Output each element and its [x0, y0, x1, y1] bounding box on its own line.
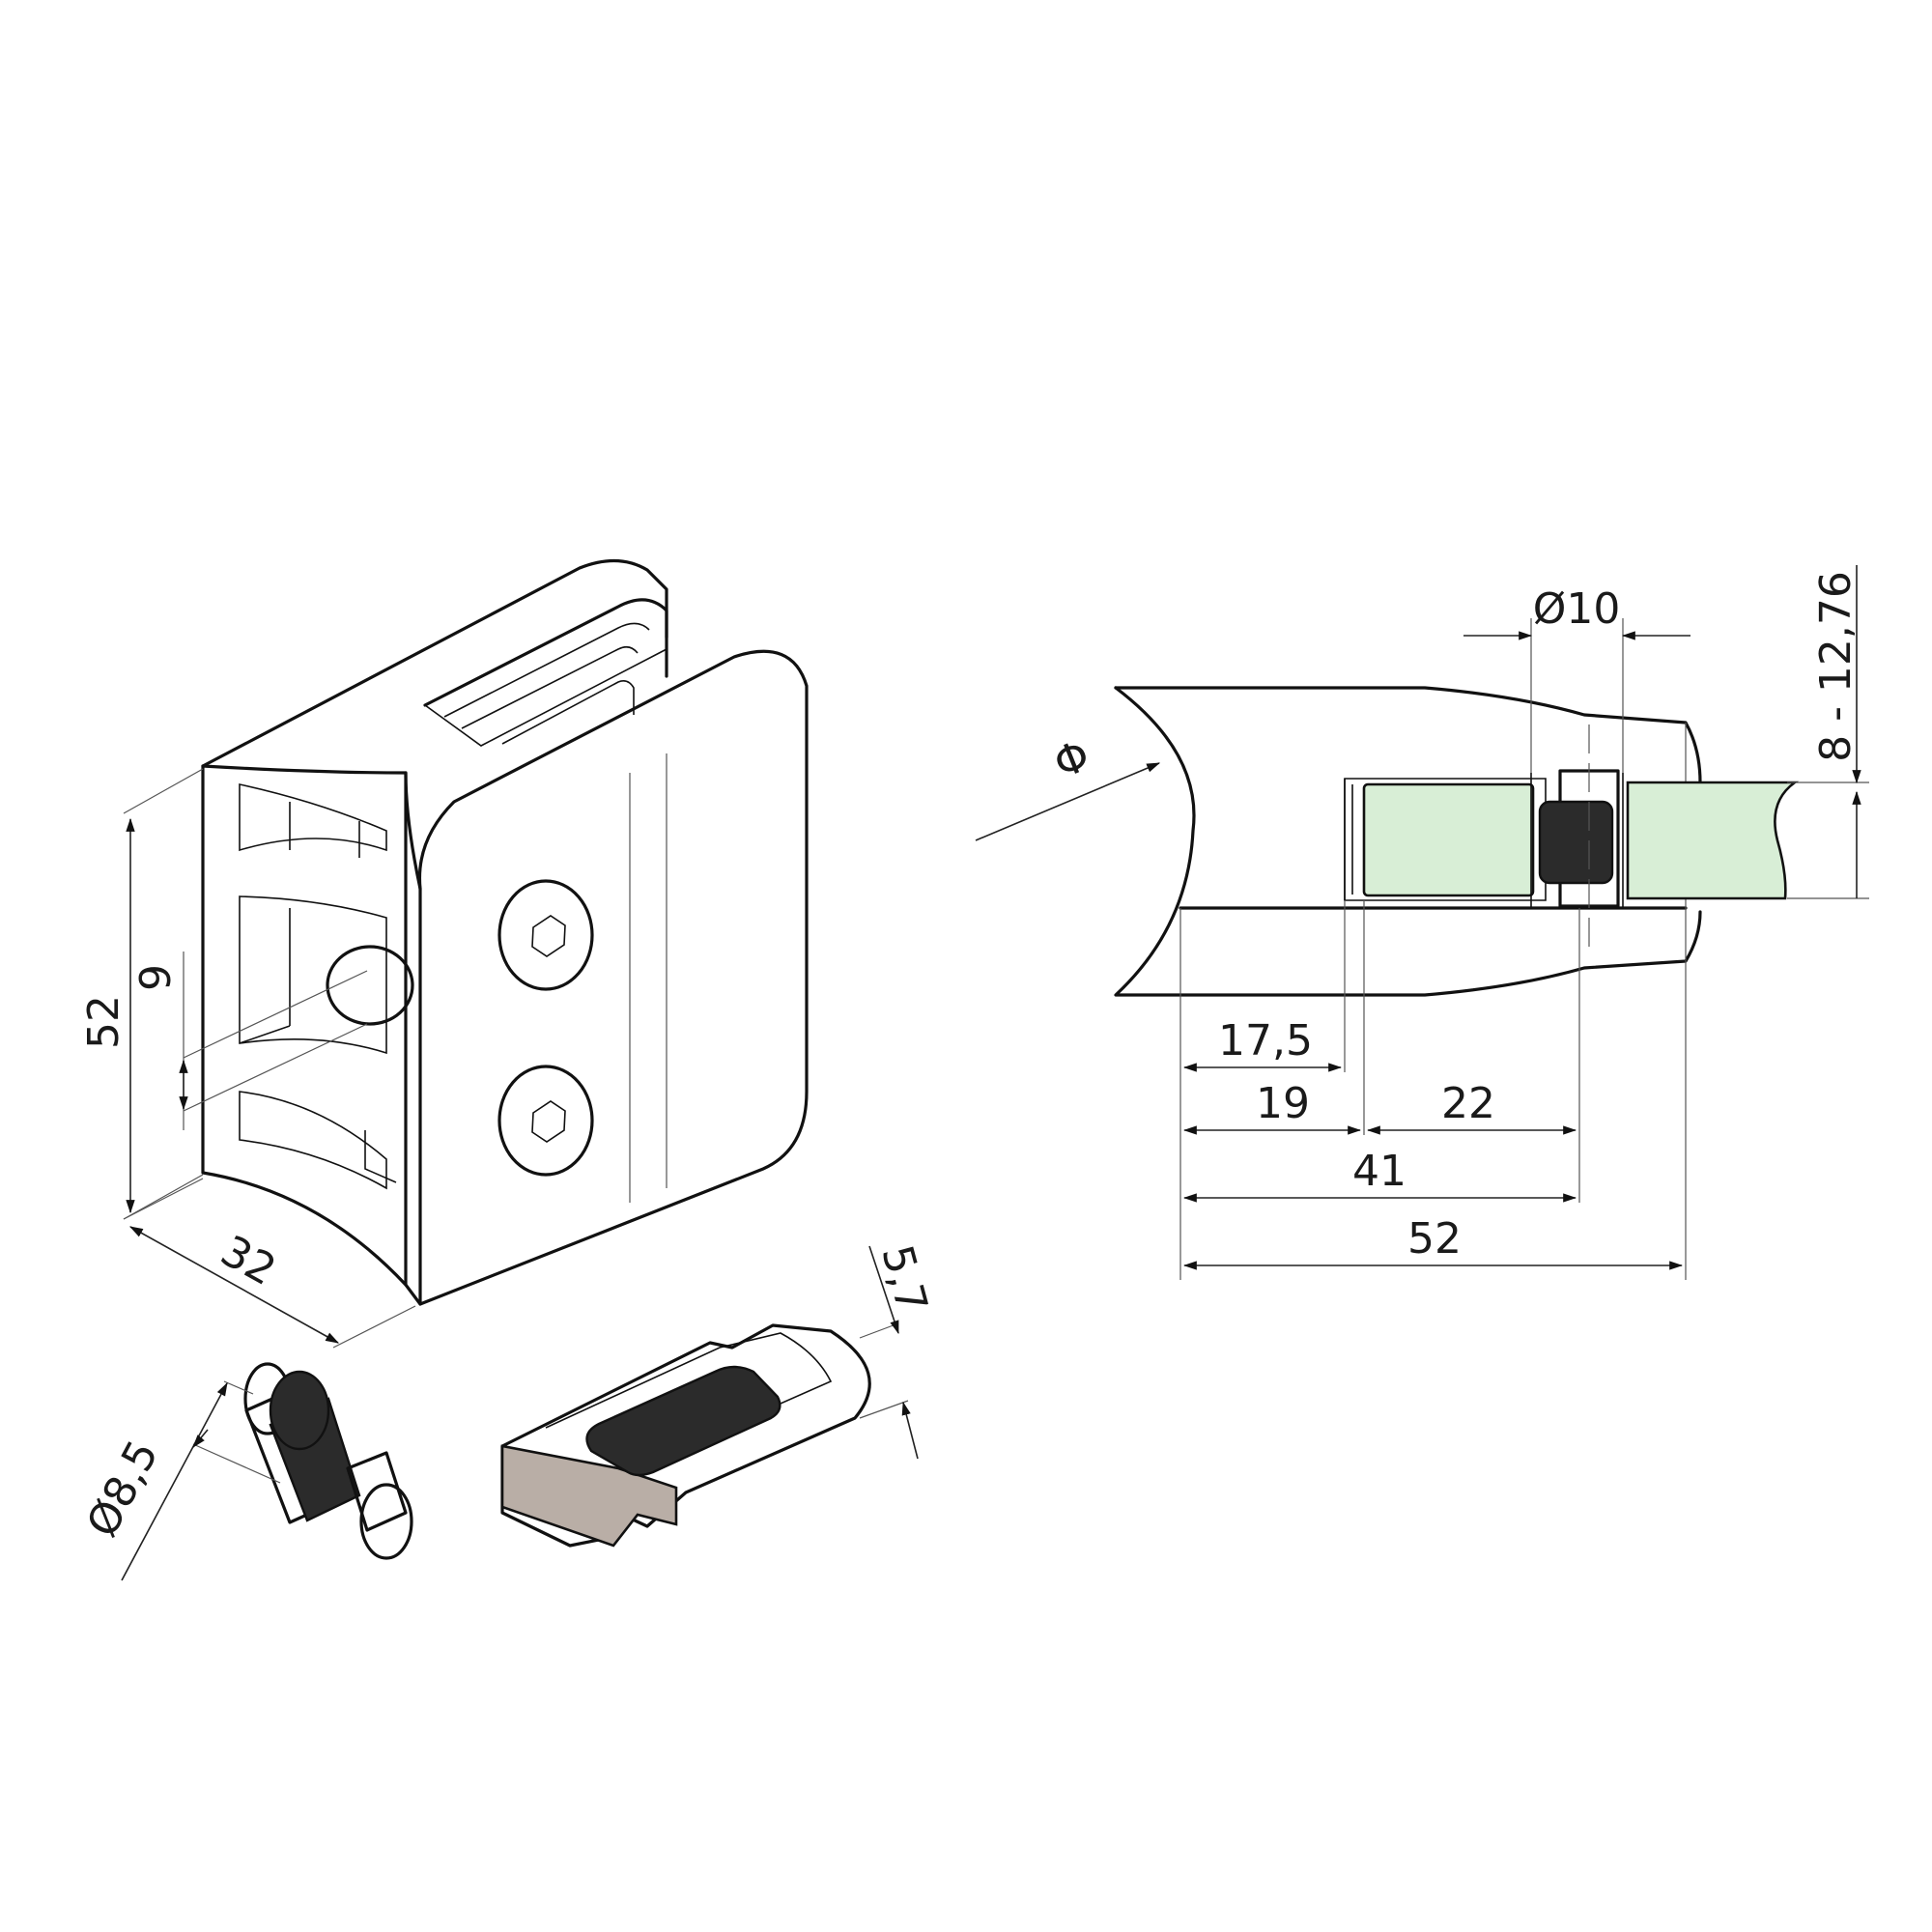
- dim-tube-diameter-label: Φ: [1047, 730, 1096, 788]
- hex-socket-screw-icon: [497, 1065, 594, 1177]
- dim-17-5-label: 17,5: [1218, 1016, 1313, 1065]
- dim-glass-thickness-label: 8 - 12,76: [1811, 571, 1861, 762]
- dim-hole-label: 9: [131, 964, 181, 991]
- dim-pin-diameter-label: Ø10: [1533, 584, 1621, 634]
- dim-19-label: 19: [1256, 1079, 1310, 1128]
- dim-pin-diameter-label: Ø8,5: [77, 1433, 168, 1545]
- section-view: Φ Ø10 8 - 12,76 17,5 19 22 41 52: [975, 565, 1869, 1280]
- hex-socket-screw-icon: [497, 879, 594, 991]
- clamp-isometric-view: 52 9 32: [79, 558, 809, 1349]
- dim-41-label: 41: [1352, 1147, 1406, 1196]
- dim-52-label: 52: [1407, 1214, 1462, 1264]
- dim-height-label: 52: [79, 995, 128, 1049]
- rubber-pad-part: 5,7: [500, 1240, 937, 1548]
- pin-part: Ø8,5: [77, 1362, 413, 1581]
- dim-pad-thickness-label: 5,7: [871, 1240, 936, 1319]
- dim-depth-label: 32: [213, 1226, 284, 1295]
- dim-22-label: 22: [1441, 1079, 1495, 1128]
